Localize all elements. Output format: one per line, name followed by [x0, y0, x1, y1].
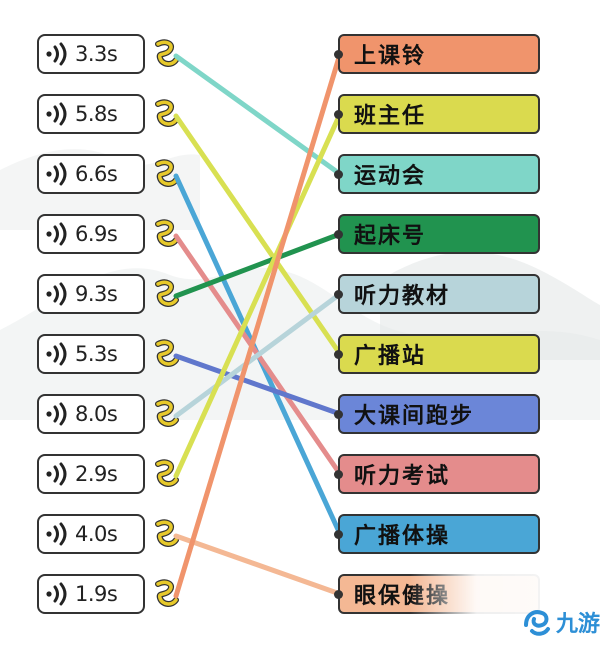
sound-wave-icon — [46, 402, 67, 426]
audio-clip-button[interactable]: 4.0s — [37, 514, 145, 554]
answer-label: 听力考试 — [354, 463, 451, 489]
audio-clip-button[interactable]: 3.3s — [37, 34, 145, 74]
answer-anchor-dot — [334, 290, 343, 299]
answer-label: 班主任 — [354, 103, 427, 129]
answer-anchor-dot — [334, 410, 343, 419]
sound-wave-icon — [46, 162, 67, 186]
clip-duration: 3.3s — [75, 42, 118, 66]
hook-icon[interactable] — [152, 578, 180, 610]
answer-label: 大课间跑步 — [354, 403, 475, 429]
answer-anchor-dot — [334, 230, 343, 239]
hook-icon[interactable] — [152, 278, 180, 310]
sound-wave-icon — [46, 222, 67, 246]
clip-duration: 2.9s — [75, 462, 118, 486]
answer-label: 听力教材 — [354, 283, 451, 309]
clip-duration: 5.8s — [75, 102, 118, 126]
audio-clip-button[interactable]: 5.8s — [37, 94, 145, 134]
answer-anchor-dot — [334, 50, 343, 59]
audio-clip-button[interactable]: 9.3s — [37, 274, 145, 314]
audio-clip-button[interactable]: 6.6s — [37, 154, 145, 194]
audio-clip-button[interactable]: 6.9s — [37, 214, 145, 254]
answer-label: 广播体操 — [354, 523, 451, 549]
answer-option[interactable]: 上课铃 — [334, 34, 540, 74]
answer-anchor-dot — [334, 170, 343, 179]
clip-duration: 9.3s — [75, 282, 118, 306]
sound-wave-icon — [46, 342, 67, 366]
audio-clip-button[interactable]: 8.0s — [37, 394, 145, 434]
clip-duration: 6.6s — [75, 162, 118, 186]
answer-label: 上课铃 — [354, 43, 427, 69]
hook-icon[interactable] — [152, 518, 180, 550]
connection-line — [173, 353, 343, 417]
connection-line — [173, 111, 343, 479]
connection-line — [173, 533, 343, 597]
hook-icon[interactable] — [152, 38, 180, 70]
watermark-text: 九游 — [556, 612, 600, 637]
connection-line — [173, 291, 343, 419]
hook-icon[interactable] — [152, 338, 180, 370]
sound-wave-icon — [46, 282, 67, 306]
sound-wave-icon — [46, 42, 67, 66]
answer-anchor-dot — [334, 590, 343, 599]
answer-anchor-dot — [334, 350, 343, 359]
hook-icon[interactable] — [152, 158, 180, 190]
clip-duration: 8.0s — [75, 402, 118, 426]
hook-icon[interactable] — [152, 458, 180, 490]
audio-clip-button[interactable]: 5.3s — [37, 334, 145, 374]
clip-duration: 6.9s — [75, 222, 118, 246]
hook-icon[interactable] — [152, 398, 180, 430]
connection-line — [173, 51, 343, 599]
clip-duration: 4.0s — [75, 522, 118, 546]
answer-anchor-dot — [334, 530, 343, 539]
answer-option[interactable]: 广播体操 — [334, 514, 540, 554]
hook-icon[interactable] — [152, 218, 180, 250]
watermark: 九游 — [520, 598, 600, 646]
answer-label: 起床号 — [354, 223, 427, 249]
sound-wave-icon — [46, 102, 67, 126]
answer-option[interactable]: 大课间跑步 — [334, 394, 540, 434]
answer-anchor-dot — [334, 110, 343, 119]
answer-option[interactable]: 广播站 — [334, 334, 540, 374]
answer-option[interactable]: 听力教材 — [334, 274, 540, 314]
audio-clip-button[interactable]: 2.9s — [37, 454, 145, 494]
answer-option[interactable]: 眼保健操 — [334, 574, 540, 614]
sound-wave-icon — [46, 462, 67, 486]
clip-duration: 1.9s — [75, 582, 118, 606]
sound-wave-icon — [46, 522, 67, 546]
answer-option[interactable]: 起床号 — [334, 214, 540, 254]
hook-icon[interactable] — [152, 98, 180, 130]
clip-duration: 5.3s — [75, 342, 118, 366]
answer-label: 运动会 — [354, 163, 427, 189]
jiuyou-logo-icon — [524, 610, 550, 636]
connection-line — [173, 53, 343, 177]
answer-option[interactable]: 班主任 — [334, 94, 540, 134]
connection-line — [173, 231, 343, 299]
answer-label: 眼保健操 — [354, 583, 451, 609]
audio-clip-button[interactable]: 1.9s — [37, 574, 145, 614]
answer-label: 广播站 — [354, 343, 427, 369]
answer-option[interactable]: 听力考试 — [334, 454, 540, 494]
answer-option[interactable]: 运动会 — [334, 154, 540, 194]
sound-wave-icon — [46, 582, 67, 606]
answer-anchor-dot — [334, 470, 343, 479]
